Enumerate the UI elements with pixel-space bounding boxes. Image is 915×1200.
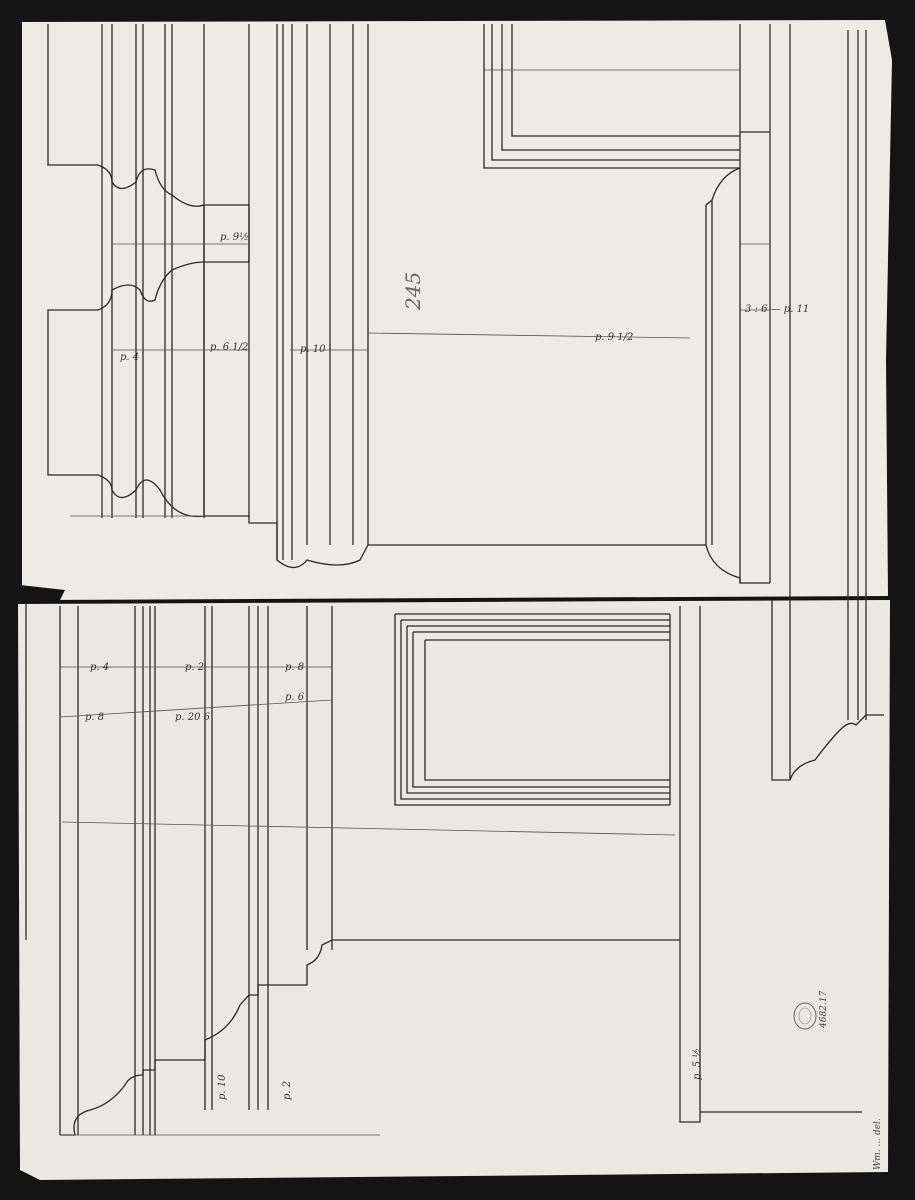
dimension-label: p. 6 1/2 <box>210 342 248 353</box>
dimension-label: p. 2 <box>282 1081 293 1100</box>
pier-line <box>679 606 701 1123</box>
panel-frame <box>406 625 670 794</box>
moulding-profile <box>47 24 369 569</box>
margin-note: Wm. ... del. <box>873 1118 883 1170</box>
dimension-label: p. 6 <box>285 692 305 703</box>
museum-stamp <box>793 1002 817 1030</box>
dimension-label: p. 9½ <box>220 232 249 243</box>
sheet-tear <box>20 585 65 602</box>
dimension-label: p. 8 <box>85 712 104 723</box>
dimension-label: p. 2 <box>185 662 204 673</box>
dimension-line <box>59 699 333 718</box>
dimension-label: p. 9 1/2 <box>595 332 633 343</box>
frame-line <box>511 24 740 137</box>
sheet-number: 245 <box>401 272 425 311</box>
frame-line <box>501 24 740 151</box>
base-profile <box>60 939 680 1136</box>
cornice-profile <box>771 600 867 781</box>
panel-frame <box>394 613 670 806</box>
frame-line <box>483 24 740 169</box>
panel-frame <box>400 619 670 800</box>
dimension-label: p. 8 <box>285 662 304 673</box>
dimension-label: 3 : 6 — p. 11 <box>745 304 809 315</box>
frame-line <box>491 24 740 161</box>
dimension-label: p. 4 <box>120 352 139 363</box>
accession-number: 4682.17 <box>819 991 829 1029</box>
dimension-line <box>61 821 676 836</box>
dimension-line <box>367 332 691 339</box>
panel-frame <box>412 631 670 788</box>
dimension-label: p. 4 <box>90 662 109 673</box>
dimension-label: p. 5 ½ <box>692 1048 703 1080</box>
upper-sheet <box>22 20 892 600</box>
panel-frame <box>424 639 670 781</box>
lower-sheet <box>18 600 890 1180</box>
dimension-label: p. 10 <box>300 344 326 355</box>
dimension-label: p. 10 <box>217 1074 228 1100</box>
dimension-label: p. 20 6 <box>175 712 211 723</box>
